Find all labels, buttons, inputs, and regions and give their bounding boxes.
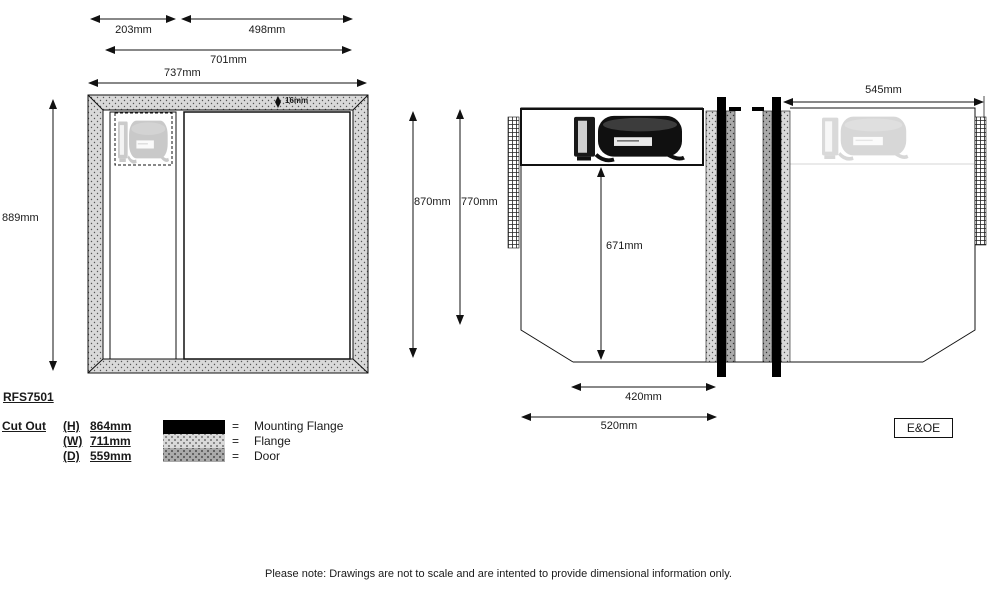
legend-label-mounting-flange: Mounting Flange — [254, 419, 344, 433]
legend-eq-1: = — [232, 419, 240, 433]
front-view-flange-frame — [87, 94, 369, 374]
dim-label-889: 889mm — [2, 212, 39, 224]
mounting-flange-section-right — [752, 97, 791, 377]
cut-out-heading: Cut Out — [2, 419, 46, 433]
dim-label-671: 671mm — [606, 240, 643, 252]
dim-label-545: 545mm — [865, 84, 902, 96]
legend-swatch-flange — [163, 434, 225, 448]
front-view-compressor-ghost-image — [116, 118, 171, 164]
cut-out-value-h: 864mm — [90, 419, 132, 433]
dim-label-203: 203mm — [115, 24, 152, 36]
dimension-arrows — [49, 15, 985, 421]
front-view-door-panel — [183, 111, 351, 360]
legend-eq-3: = — [232, 449, 240, 463]
dim-label-498: 498mm — [248, 24, 286, 36]
legend-swatch-door — [163, 448, 225, 462]
dim-label-770: 770mm — [461, 196, 498, 208]
legend-label-door: Door — [254, 449, 281, 463]
footer-note: Please note: Drawings are not to scale a… — [265, 568, 732, 580]
eoe-box: E&OE — [894, 418, 953, 438]
mounting-flange-section-left — [705, 97, 741, 377]
condenser-grille-left — [507, 116, 520, 249]
compressor-ghost-right-view — [820, 114, 910, 161]
legend-swatch-mounting-flange — [163, 420, 225, 434]
cut-out-key-h: (H) — [63, 419, 80, 433]
condenser-grille-right — [974, 116, 987, 246]
dim-label-16: 16mm — [285, 96, 309, 105]
legend-eq-2: = — [232, 434, 240, 448]
dim-label-701: 701mm — [210, 54, 247, 66]
compressor-photo — [572, 113, 686, 163]
dim-label-737: 737mm — [164, 67, 201, 79]
legend-label-flange: Flange — [254, 434, 291, 448]
dim-label-420: 420mm — [625, 391, 662, 403]
cut-out-key-w: (W) — [63, 434, 83, 448]
cut-out-key-d: (D) — [63, 449, 80, 463]
cut-out-value-w: 711mm — [90, 434, 131, 448]
model-number: RFS7501 — [3, 390, 54, 404]
dim-label-870: 870mm — [414, 196, 451, 208]
dim-label-520: 520mm — [600, 420, 638, 432]
cut-out-value-d: 559mm — [90, 449, 132, 463]
